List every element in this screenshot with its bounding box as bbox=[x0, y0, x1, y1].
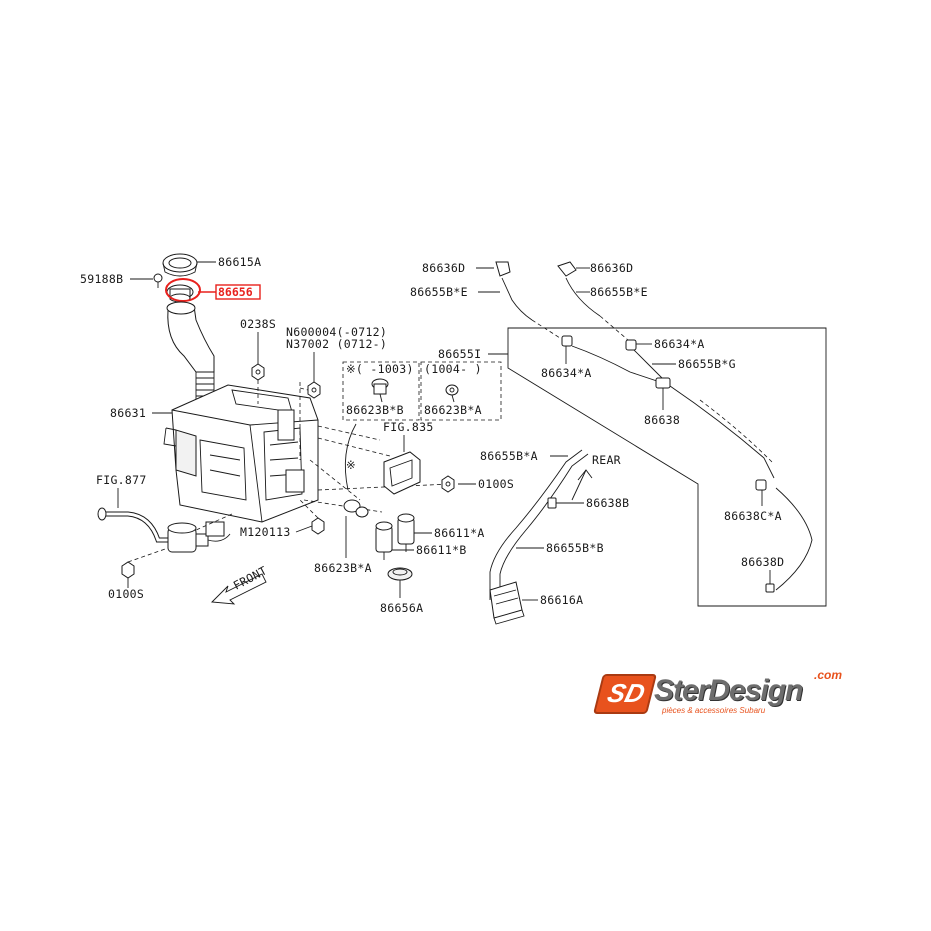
hose-86655BG[interactable] bbox=[571, 345, 665, 383]
label-86611B[interactable]: 86611*B bbox=[416, 543, 467, 557]
label-variant-1004[interactable]: (1004- ) bbox=[424, 362, 482, 376]
connector-FIG835[interactable] bbox=[383, 451, 421, 495]
logo-domain: .com bbox=[814, 668, 843, 682]
label-N600004[interactable]: N600004(-0712) bbox=[286, 325, 387, 339]
label-86638B[interactable]: 86638B bbox=[586, 496, 629, 510]
label-86638[interactable]: 86638 bbox=[644, 413, 680, 427]
label-86616A[interactable]: 86616A bbox=[540, 593, 583, 607]
hose-rear-86655BA[interactable] bbox=[489, 449, 589, 600]
nozzle-86636D-right[interactable] bbox=[557, 261, 577, 277]
logo-tagline: pièces & accessoires Subaru bbox=[662, 706, 766, 715]
grommet-86623BA-top[interactable] bbox=[445, 384, 459, 403]
label-0238S[interactable]: 0238S bbox=[240, 317, 276, 331]
label-FIG877[interactable]: FIG.877 bbox=[96, 473, 147, 487]
washer-tank-86631[interactable] bbox=[163, 384, 319, 523]
label-86634A-left[interactable]: 86634*A bbox=[541, 366, 592, 380]
rear-washer-tank-86616A[interactable] bbox=[489, 581, 525, 625]
clip-86638D[interactable] bbox=[765, 583, 775, 593]
brand-logo[interactable]: SD SterDesign .com pièces & accessoires … bbox=[593, 668, 858, 720]
logo-badge-text: SD bbox=[604, 678, 649, 708]
nut-N600004[interactable] bbox=[307, 381, 321, 399]
variant-box-1003 bbox=[342, 361, 420, 421]
label-86623BB[interactable]: 86623B*B bbox=[346, 403, 404, 417]
label-M120113[interactable]: M120113 bbox=[240, 525, 291, 539]
label-86615A[interactable]: 86615A bbox=[218, 255, 261, 269]
screw-M120113[interactable] bbox=[311, 517, 325, 535]
label-variant-1003[interactable]: ※( -1003) bbox=[346, 362, 414, 376]
label-86655BE-left[interactable]: 86655B*E bbox=[410, 285, 468, 299]
bolt-0100S-left[interactable] bbox=[121, 561, 135, 588]
joint-86638B[interactable] bbox=[547, 497, 557, 509]
tee-86638[interactable] bbox=[655, 377, 671, 396]
label-59188B[interactable]: 59188B bbox=[80, 272, 123, 286]
hose-assembly-outline-86655I bbox=[507, 327, 827, 607]
rear-arrow-icon bbox=[571, 469, 593, 501]
washer-pump-86611B[interactable] bbox=[375, 521, 393, 560]
washer-pump-86611A[interactable] bbox=[397, 513, 415, 552]
label-86655BB[interactable]: 86655B*B bbox=[546, 541, 604, 555]
label-REAR: REAR bbox=[592, 453, 621, 467]
label-86655BG[interactable]: 86655B*G bbox=[678, 357, 736, 371]
joint-86634A-right[interactable] bbox=[625, 339, 637, 351]
logo-badge: SD bbox=[593, 674, 657, 714]
label-86638CA[interactable]: 86638C*A bbox=[724, 509, 782, 523]
label-86655BE-right[interactable]: 86655B*E bbox=[590, 285, 648, 299]
clip-59188B[interactable] bbox=[153, 273, 163, 288]
label-86623BA-top[interactable]: 86623B*A bbox=[424, 403, 482, 417]
label-N37002[interactable]: N37002 (0712-) bbox=[286, 337, 387, 351]
grommet-86623BB[interactable] bbox=[371, 378, 389, 403]
label-FIG835[interactable]: FIG.835 bbox=[383, 420, 434, 434]
label-86656A[interactable]: 86656A bbox=[380, 601, 423, 615]
logo-name: SterDesign bbox=[654, 674, 803, 707]
label-0100S-left[interactable]: 0100S bbox=[108, 587, 144, 601]
nozzle-86636D-left[interactable] bbox=[495, 261, 511, 277]
label-86631[interactable]: 86631 bbox=[110, 406, 146, 420]
washer-motor[interactable] bbox=[167, 521, 231, 553]
hose-86655BE-right[interactable] bbox=[565, 277, 601, 317]
filler-cap-86615A[interactable] bbox=[162, 253, 198, 277]
label-86655I[interactable]: 86655I bbox=[438, 347, 481, 361]
label-86656[interactable]: 86656 bbox=[218, 285, 253, 299]
nut-0238S[interactable] bbox=[251, 363, 265, 381]
leader-M120113 bbox=[295, 525, 313, 533]
label-86636D-left[interactable]: 86636D bbox=[422, 261, 465, 275]
curve-hose bbox=[344, 423, 357, 491]
label-86655BA-top[interactable]: 86655B*A bbox=[480, 449, 538, 463]
grommet-86623BA-bottom[interactable] bbox=[343, 499, 369, 518]
label-86634A-right[interactable]: 86634*A bbox=[654, 337, 705, 351]
label-86638D[interactable]: 86638D bbox=[741, 555, 784, 569]
connector-86638CA[interactable] bbox=[755, 479, 767, 491]
label-asterisk: ※ bbox=[346, 458, 356, 472]
label-0100S-right[interactable]: 0100S bbox=[478, 477, 514, 491]
highlight-box bbox=[215, 284, 261, 300]
hose-FIG877[interactable] bbox=[97, 507, 175, 543]
label-86636D-right[interactable]: 86636D bbox=[590, 261, 633, 275]
label-86611A[interactable]: 86611*A bbox=[434, 526, 485, 540]
hose-main-right[interactable] bbox=[669, 385, 813, 591]
hose-86655BE-left[interactable] bbox=[501, 277, 533, 321]
joint-86634A-left[interactable] bbox=[561, 335, 573, 347]
label-86623BA-bottom[interactable]: 86623B*A bbox=[314, 561, 372, 575]
filter-86656A[interactable] bbox=[387, 567, 413, 581]
label-FRONT: FRONT bbox=[231, 563, 269, 592]
highlight-circle bbox=[165, 278, 201, 302]
variant-box-1004 bbox=[420, 361, 502, 421]
filler-neck-tube[interactable] bbox=[166, 301, 215, 401]
front-arrow-icon bbox=[211, 573, 267, 605]
bolt-0100S-right[interactable] bbox=[441, 475, 455, 493]
